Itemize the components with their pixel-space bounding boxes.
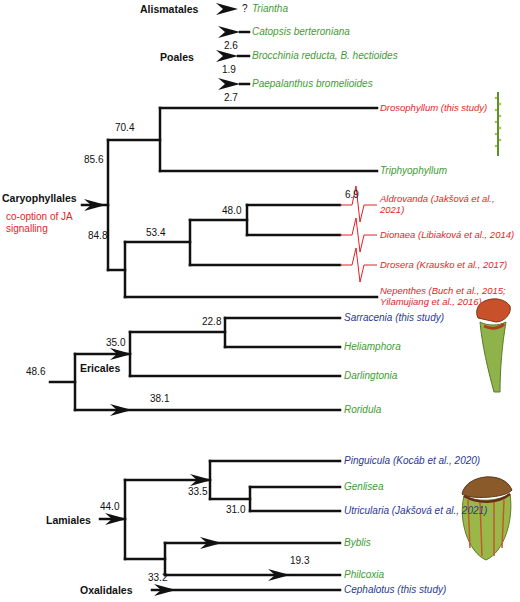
taxon-name: Utricularia (Jakšová et al., 2021) xyxy=(344,505,487,517)
branch-age: 84.8 xyxy=(88,230,107,242)
taxon-name: Drosera (Krausko et al., 2017) xyxy=(380,260,518,271)
branch-age: 48.6 xyxy=(26,366,45,378)
taxon-name: Pinguicula (Kocáb et al., 2020) xyxy=(344,455,480,467)
query-mark: ? xyxy=(242,3,248,15)
cephalotus-sketch xyxy=(462,477,512,560)
taxon-name: Heliamphora xyxy=(344,341,401,353)
branch-age: 53.4 xyxy=(146,227,165,239)
taxon-name: Triantha xyxy=(252,3,288,15)
taxon-name: Brocchinia reducta, B. hectioides xyxy=(252,50,398,62)
branch-age: 70.4 xyxy=(115,122,134,134)
taxon-name: Paepalanthus bromelioides xyxy=(252,78,373,90)
order-name: Caryophyllales xyxy=(2,192,77,204)
drosophyllum-sketch xyxy=(495,92,502,156)
order-name: Poales xyxy=(160,51,194,63)
order-name: Alismatales xyxy=(140,3,198,15)
taxon-name: Cephalotus (this study) xyxy=(344,584,446,596)
branch-age: 19.3 xyxy=(290,555,309,567)
branch-age: 38.1 xyxy=(150,393,169,405)
sarracenia-sketch xyxy=(477,299,511,392)
taxon-name: Genlisea xyxy=(344,481,383,493)
taxon-name: Catopsis berteroniana xyxy=(252,26,350,38)
order-name: Lamiales xyxy=(46,514,91,526)
branch-age: 33.2 xyxy=(148,572,167,584)
annotation-note: co-option of JA signalling xyxy=(6,211,86,234)
branch-age: 2.6 xyxy=(224,40,238,52)
taxon-name: Nepenthes (Buch et al., 2015; Yilamujian… xyxy=(380,286,518,308)
taxon-name: Roridula xyxy=(344,404,381,416)
taxon-name: Sarracenia (this study) xyxy=(344,312,444,324)
taxon-name: Dionaea (Libiaková et al., 2014) xyxy=(380,230,518,241)
taxon-name: Philcoxia xyxy=(344,569,384,581)
branch-age: 2.7 xyxy=(224,92,238,104)
branch-age: 85.6 xyxy=(84,154,103,166)
branch-age: 1.9 xyxy=(222,64,236,76)
order-name: Ericales xyxy=(80,362,120,374)
taxon-name: Drosophyllum (this study) xyxy=(380,103,487,114)
branch-age: 33.5 xyxy=(188,486,207,498)
branch-age: 6.9 xyxy=(345,189,359,201)
branch-age: 35.0 xyxy=(106,337,125,349)
taxon-name: Aldrovanda (Jakšová et al., 2021) xyxy=(380,194,518,216)
branch-age: 31.0 xyxy=(226,504,245,516)
taxon-name: Byblis xyxy=(344,537,371,549)
taxon-name: Triphyophyllum xyxy=(380,165,447,177)
branch-age: 22.8 xyxy=(202,316,221,328)
branch-age: 48.0 xyxy=(222,205,241,217)
order-name: Oxalidales xyxy=(80,584,133,596)
taxon-name: Darlingtonia xyxy=(344,370,397,382)
branch-age: 44.0 xyxy=(100,501,119,513)
